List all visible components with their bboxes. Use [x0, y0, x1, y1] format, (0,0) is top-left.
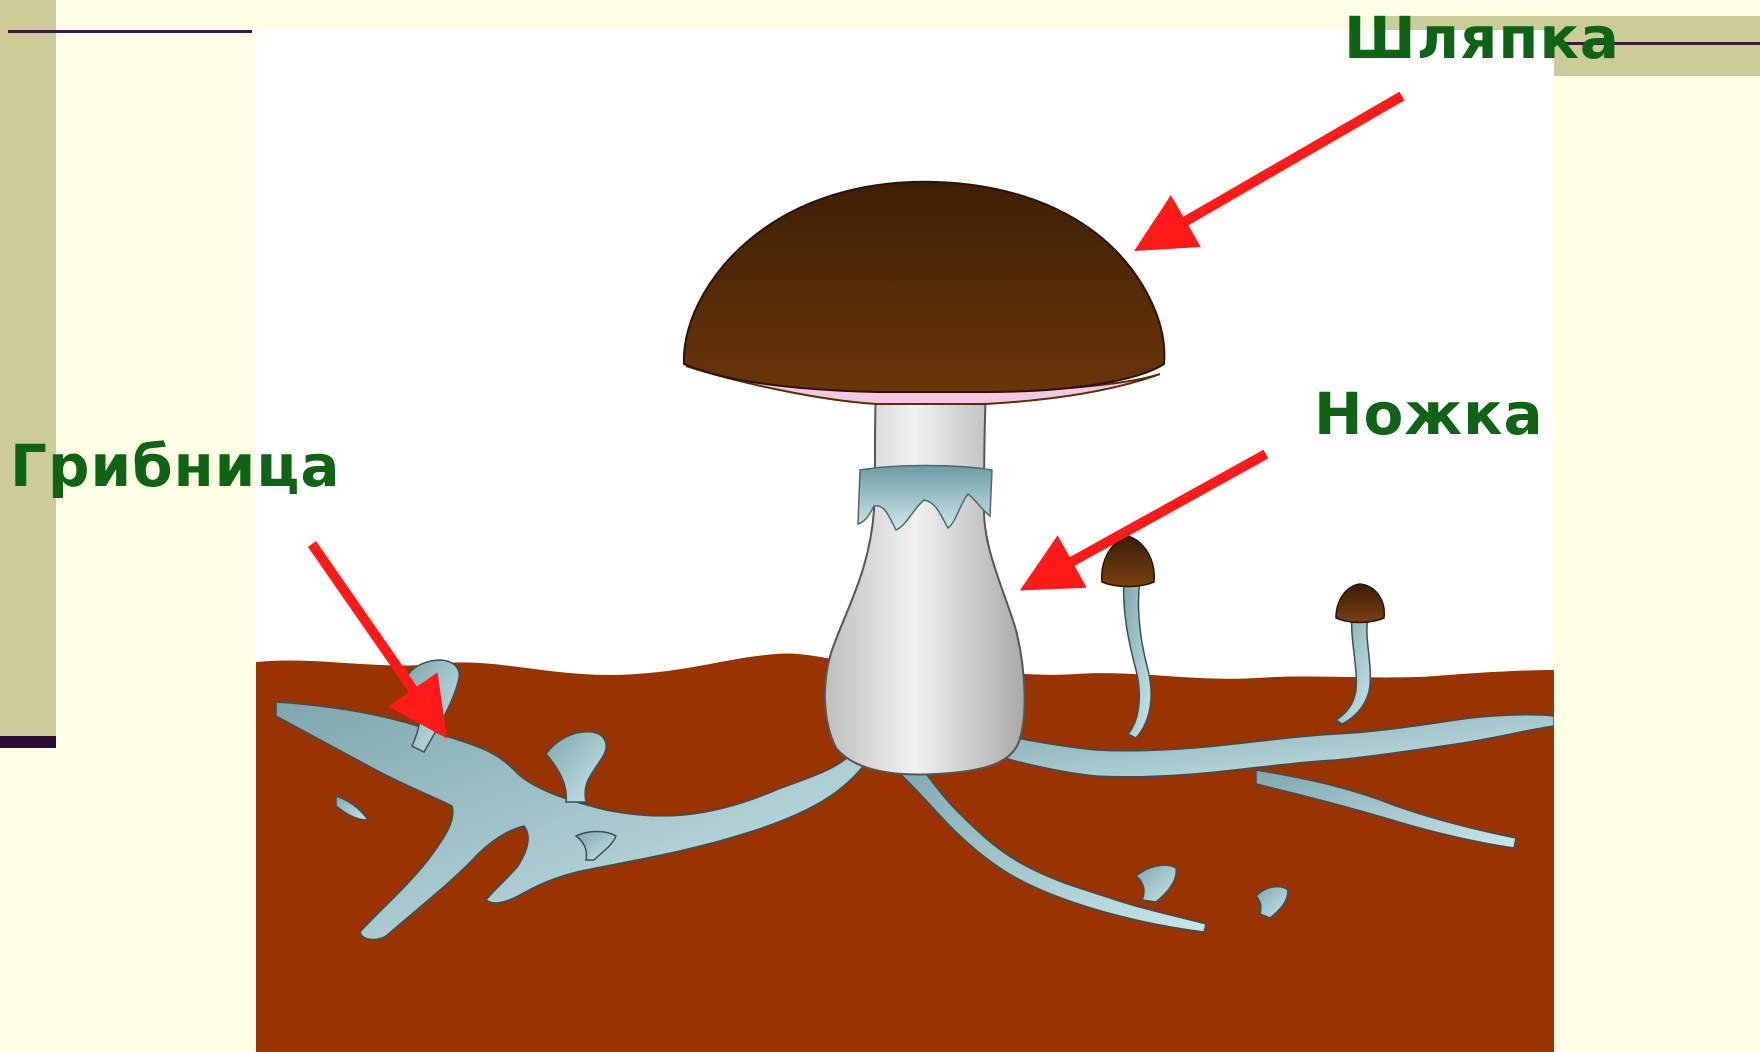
top-divider-left [8, 30, 252, 33]
label-mycelium: Грибница [10, 432, 340, 500]
label-stem: Ножка [1314, 380, 1544, 448]
mushroom-illustration [256, 30, 1554, 1052]
label-cap: Шляпка [1344, 4, 1620, 72]
side-accent-bar-end [0, 736, 56, 748]
side-accent-bar [0, 0, 56, 742]
